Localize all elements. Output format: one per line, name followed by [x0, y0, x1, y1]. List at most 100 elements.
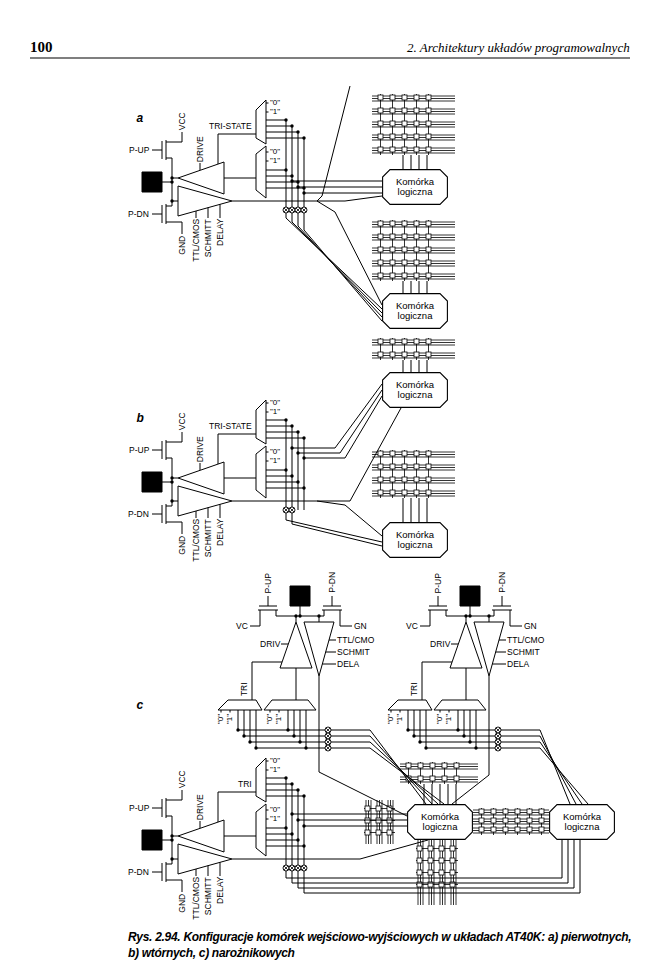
wire: [419, 360, 420, 372]
wire: [200, 463, 201, 470]
switch-box: [414, 339, 419, 344]
bus-line: [372, 266, 455, 267]
bus-line: [372, 465, 455, 466]
junction-dot: [487, 614, 490, 617]
switch-box: [426, 352, 431, 357]
junction-dot: [290, 446, 293, 449]
wire: [238, 710, 239, 730]
switch-cross: [302, 866, 306, 870]
wire: [288, 710, 289, 730]
wire: [322, 664, 336, 665]
io-pad: [290, 586, 310, 606]
pull-down-label: P-DN: [498, 572, 507, 593]
junction-dot: [462, 734, 465, 737]
switch-box: [515, 818, 520, 823]
wire: [266, 452, 269, 453]
wire: [300, 710, 301, 742]
transistor-gate: [162, 863, 163, 881]
switch-circle: [325, 745, 331, 751]
constant-label: "0": [436, 714, 444, 724]
switch-box: [426, 490, 431, 495]
input-mode-label: DELAY: [216, 519, 225, 546]
constant-label: "0": [270, 757, 280, 765]
input-buffer: [474, 622, 504, 676]
wire: [403, 155, 404, 169]
wire: [420, 710, 421, 742]
switch-box: [402, 221, 407, 226]
switch-box: [378, 464, 383, 469]
junction-dot: [170, 499, 173, 502]
drive-label: DRIVE: [196, 136, 205, 162]
junction-dot: [424, 746, 427, 749]
junction-dot: [170, 838, 173, 841]
switch-circle: [495, 733, 501, 739]
bus-line: [372, 253, 455, 254]
wire: [470, 710, 471, 742]
wire: [266, 476, 292, 477]
switch-box: [390, 147, 395, 152]
supply-label: VCC: [178, 770, 187, 788]
ground-label: GND: [178, 894, 187, 913]
wire: [448, 784, 449, 804]
switch-box: [414, 121, 419, 126]
wire: [196, 511, 197, 518]
junction-dot: [298, 614, 301, 617]
wire: [266, 420, 286, 421]
switch-box: [414, 134, 419, 139]
junction-dot: [290, 782, 293, 785]
junction-dot: [302, 486, 305, 489]
bus-line: [372, 355, 455, 356]
wire: [224, 836, 256, 837]
constant-label: "1": [275, 714, 283, 724]
input-mode-label: TTL/CMO: [507, 636, 544, 645]
wire: [426, 710, 427, 748]
switch-box: [414, 273, 419, 278]
octagon-border: [550, 805, 615, 840]
switch-box: [479, 827, 484, 832]
pull-down-label: P-DN: [328, 572, 337, 593]
input-mode-label: SCHMIT: [507, 648, 540, 657]
wire: [266, 810, 269, 811]
switch-box: [390, 451, 395, 456]
junction-dot: [290, 179, 293, 182]
wire: [400, 710, 401, 713]
io-pad: [142, 472, 162, 492]
switch-box: [428, 858, 433, 863]
constant-label: "1": [270, 815, 280, 823]
switch-box: [414, 352, 419, 357]
junction-dot: [296, 451, 299, 454]
junction-dot: [236, 728, 239, 731]
wire: [266, 161, 269, 162]
switch-box: [450, 858, 455, 863]
switch-box: [426, 451, 431, 456]
figure-caption: Rys. 2.94. Konfiguracje komórek wejściow…: [128, 930, 633, 961]
switch-box: [454, 763, 459, 768]
switch-box: [390, 339, 395, 344]
switch-box: [527, 809, 532, 814]
wire: [306, 710, 307, 748]
wire: [391, 710, 392, 713]
drive-label: DRIVE: [196, 794, 205, 820]
switch-cross: [302, 208, 306, 212]
bus-line: [372, 148, 455, 149]
wire: [331, 748, 444, 804]
wire: [266, 152, 269, 153]
switch-cross: [284, 208, 288, 212]
switch-box: [402, 121, 407, 126]
wire: [292, 513, 382, 546]
constant-label: "0": [387, 714, 395, 724]
wire: [458, 710, 459, 730]
switch-box: [426, 121, 431, 126]
switch-box: [390, 221, 395, 226]
transistor-channel: [166, 862, 167, 882]
wire: [266, 846, 304, 847]
pull-up-label: P-UP: [264, 573, 273, 593]
bus-line: [372, 276, 455, 277]
switch-box: [414, 451, 419, 456]
junction-dot: [412, 734, 415, 737]
junction-dot: [170, 834, 173, 837]
octagon-border: [383, 523, 448, 558]
logic-cell: Komórka logiczna: [382, 293, 448, 329]
panel-letter: a: [137, 112, 144, 124]
switch-box: [390, 234, 395, 239]
